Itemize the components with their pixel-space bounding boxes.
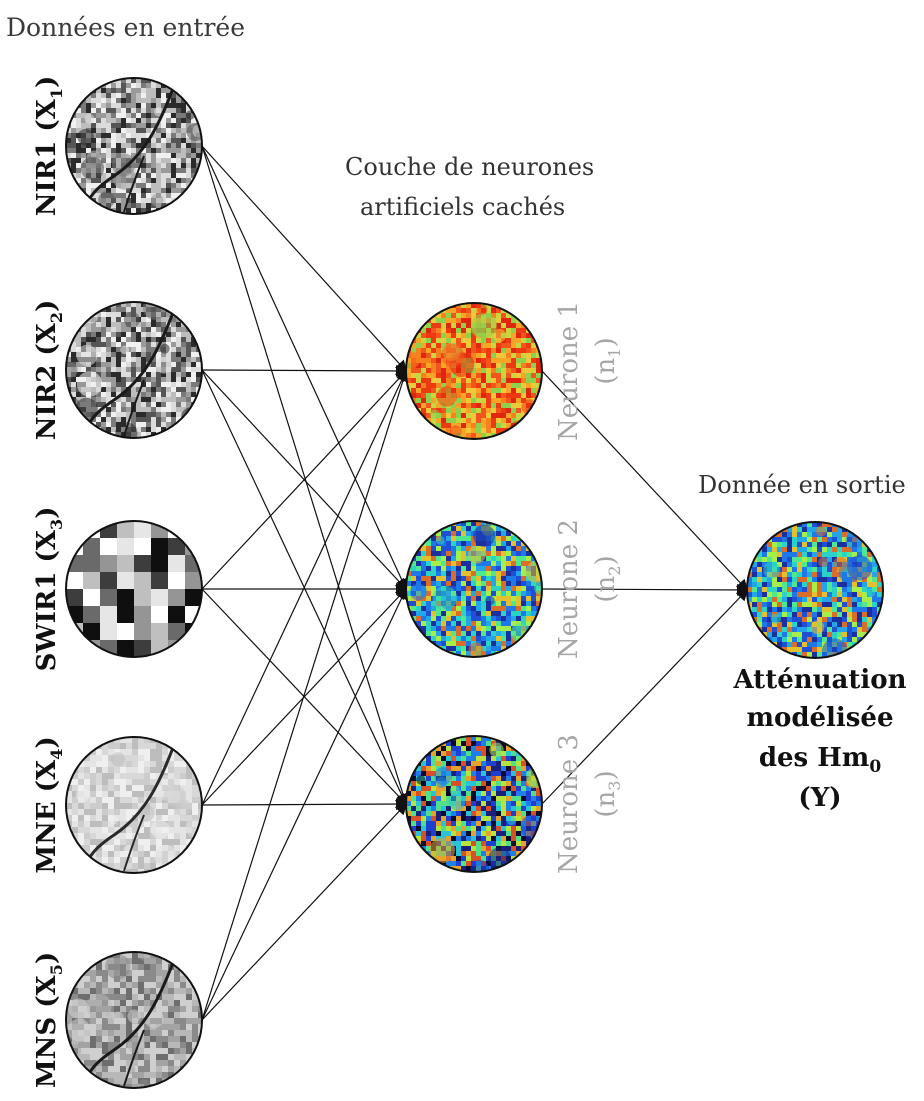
input-labels: NIR1 (X1)NIR2 (X2)SWIR1 (X3)MNE (X4)MNS … [32,76,66,1088]
neuron-name-1: Neurone 1 [554,301,584,441]
edge-input3-neuron1 [201,369,408,590]
edge-neuron2-output [541,583,749,596]
output-layer [746,521,884,659]
hidden-neuron-3 [405,735,543,873]
edge-neuron3-output [541,588,749,805]
input-label-2-sub: 2 [47,312,66,323]
edge-input2-neuron1 [201,364,408,377]
output-desc-line3: des Hm0 [759,743,882,777]
edge-input1-neuron1 [201,145,408,373]
input-label-5-sub: 5 [47,964,66,975]
neuron-sub-1: (n1) [591,337,624,384]
hidden-layer [405,302,543,873]
input-node-1 [65,77,203,215]
neuron-labels: Neurone 1(n1) Neurone 2(n2) Neurone 3(n3) [554,301,624,874]
input-label-1-end: ) [32,76,62,88]
input-node-4 [65,736,203,874]
input-label-1-sub: 1 [47,88,66,99]
neuron-name-2: Neurone 2 [554,519,584,659]
input-node-5 [65,951,203,1089]
output-desc-line4: (Y) [798,783,841,813]
input-node-2 [65,301,203,439]
output-desc-line3-base: des Hm [759,743,870,773]
connections [201,145,749,1021]
neuron-name-3: Neurone 3 [554,734,584,874]
output-desc-line1: Atténuation [732,665,906,695]
input-label-4-end: ) [32,736,62,748]
edge-input1-neuron3 [201,145,409,806]
output-data-heading: Donnée en sortie [698,471,906,499]
output-desc-line3-sub: 0 [869,757,881,777]
edge-neuron1-output [541,370,749,592]
output-description: Atténuation modélisée des Hm0 (Y) [732,665,906,813]
input-layer [65,77,203,1089]
input-label-5: MNS (X5) [32,952,66,1088]
input-label-4-base: MNE (X [32,759,62,874]
input-label-5-end: ) [32,952,62,964]
input-node-3 [65,520,203,658]
input-label-2: NIR2 (X2) [32,300,66,441]
input-label-3-end: ) [32,507,62,519]
neuron-sub-2: (n2) [591,555,624,602]
input-label-1-base: NIR1 (X [32,98,62,216]
input-label-3-base: SWIR1 (X [32,529,62,671]
input-label-3-sub: 3 [47,519,66,530]
input-label-5-base: MNS (X [32,974,62,1088]
neuron-sub-3: (n3) [591,770,624,817]
edge-input5-neuron2 [201,587,408,1021]
input-label-3: SWIR1 (X3) [32,507,66,672]
edge-input1-neuron2 [201,145,408,591]
edge-input5-neuron1 [201,369,409,1021]
input-label-4-sub: 4 [47,749,66,760]
hidden-layer-heading-line2: artificiels cachés [360,193,565,221]
hidden-neuron-2 [405,520,543,658]
hidden-neuron-1 [405,302,543,440]
edge-input4-neuron1 [201,369,408,806]
output-desc-line2: modélisée [746,703,893,733]
input-data-heading: Données en entrée [6,13,245,42]
input-label-2-base: NIR2 (X [32,322,62,440]
output-node [746,521,884,659]
input-label-1: NIR1 (X1) [32,76,66,217]
edge-input5-neuron3 [201,802,408,1021]
input-label-4: MNE (X4) [32,736,66,873]
hidden-layer-heading-line1: Couche de neurones [345,153,594,181]
input-label-2-end: ) [32,300,62,312]
